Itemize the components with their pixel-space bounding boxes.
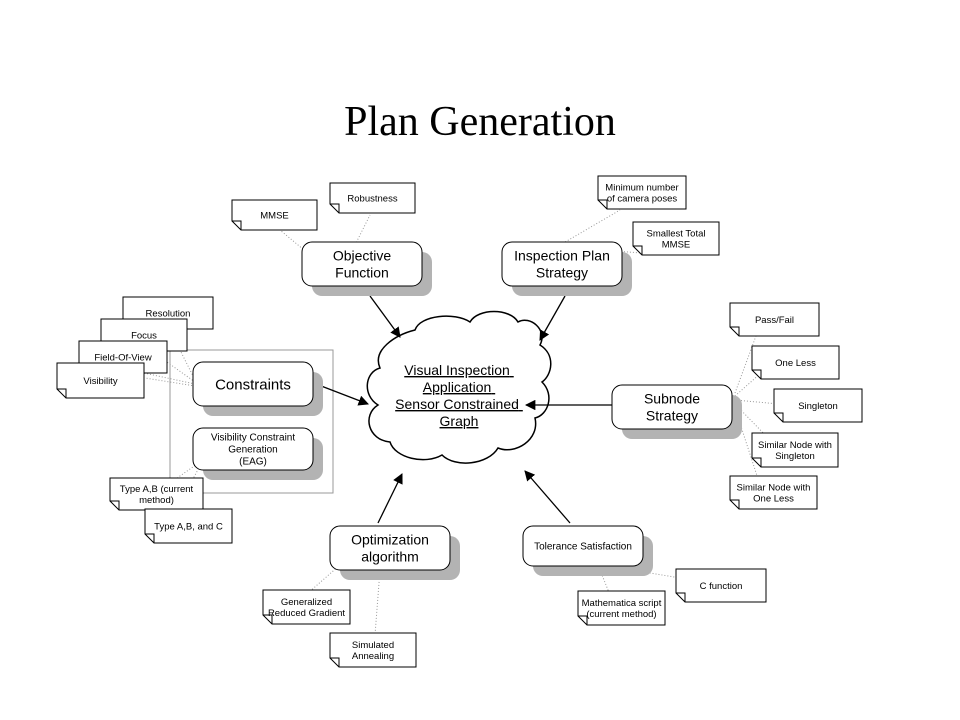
note-similar-singleton-label: Similar Node with bbox=[758, 440, 832, 451]
arrows bbox=[315, 295, 612, 524]
note-similar-one-less-label: Similar Node with bbox=[737, 483, 811, 494]
note-robustness: Robustness bbox=[329, 182, 416, 214]
center-line-2: Application bbox=[423, 379, 492, 395]
node-tolerance: Tolerance Satisfaction bbox=[522, 525, 653, 576]
note-focus-label: Focus bbox=[131, 331, 157, 342]
note-grg-label: Reduced Gradient bbox=[268, 608, 345, 619]
note-mathematica-label: Mathematica script bbox=[582, 598, 662, 609]
note-one-less: One Less bbox=[751, 345, 840, 380]
note-mmse: MMSE bbox=[231, 199, 318, 231]
note-pass-fail: Pass/Fail bbox=[729, 302, 820, 337]
note-type-abc: Type A,B, and C bbox=[144, 508, 233, 544]
center-line-1: Visual Inspection bbox=[404, 362, 510, 378]
note-fov-label: Field-Of-View bbox=[94, 353, 152, 364]
node-visibility-gen-label: (EAG) bbox=[239, 457, 267, 468]
constraints-group-frame bbox=[169, 349, 334, 494]
node-constraints: Constraints bbox=[192, 361, 323, 416]
note-visibility-label: Visibility bbox=[83, 376, 117, 387]
note-singleton-label: Singleton bbox=[798, 401, 838, 412]
note-mathematica-label: (current method) bbox=[586, 609, 656, 620]
center-line-4: Graph bbox=[440, 413, 479, 429]
node-visibility-gen-label: Visibility Constraint bbox=[211, 433, 296, 444]
note-visibility: Visibility bbox=[56, 362, 145, 399]
note-singleton: Singleton bbox=[773, 388, 863, 423]
node-inspection-label: Strategy bbox=[536, 264, 588, 280]
node-optimization-label: Optimization bbox=[351, 531, 429, 547]
note-c-function-label: C function bbox=[700, 581, 743, 592]
note-c-function: C function bbox=[675, 568, 767, 603]
note-resolution-label: Resolution bbox=[146, 309, 191, 320]
node-subnode-label: Strategy bbox=[646, 407, 698, 423]
note-robustness-label: Robustness bbox=[347, 194, 397, 205]
node-objective-label: Objective bbox=[333, 247, 392, 263]
note-min-poses-label: of camera poses bbox=[607, 194, 677, 205]
note-type-abc-label: Type A,B, and C bbox=[154, 522, 223, 533]
note-annealing-label: Annealing bbox=[352, 651, 394, 662]
note-type-ab-label: method) bbox=[139, 495, 174, 506]
node-visibility-gen-label: Generation bbox=[228, 445, 277, 456]
note-similar-singleton-label: Singleton bbox=[775, 451, 815, 462]
node-objective-label: Function bbox=[335, 264, 389, 280]
note-grg-label: Generalized bbox=[281, 597, 332, 608]
node-inspection-label: Inspection Plan bbox=[514, 247, 610, 263]
note-annealing-label: Simulated bbox=[352, 640, 394, 651]
node-constraints-label: Constraints bbox=[215, 376, 291, 393]
center-node: Visual Inspection Application Sensor Con… bbox=[366, 310, 552, 464]
note-pass-fail-label: Pass/Fail bbox=[755, 315, 794, 326]
node-optimization-label: algorithm bbox=[361, 548, 419, 564]
note-type-ab-label: Type A,B (current bbox=[120, 484, 194, 495]
note-mathematica: Mathematica script(current method) bbox=[577, 590, 666, 626]
center-line-3: Sensor Constrained bbox=[395, 396, 519, 412]
note-mmse-label: MMSE bbox=[260, 211, 289, 222]
note-smallest-mmse-label: Smallest Total bbox=[647, 229, 706, 240]
node-subnode-label: Subnode bbox=[644, 390, 700, 406]
note-one-less-label: One Less bbox=[775, 358, 816, 369]
note-similar-one-less-label: One Less bbox=[753, 494, 794, 505]
svg-text:Visual Inspection Applic: Visual Inspection Application Sensor Con… bbox=[395, 362, 523, 429]
node-tolerance-label: Tolerance Satisfaction bbox=[534, 542, 632, 553]
note-min-poses-label: Minimum number bbox=[605, 183, 678, 194]
note-smallest-mmse-label: MMSE bbox=[662, 240, 691, 251]
page-title: Plan Generation bbox=[344, 99, 616, 145]
